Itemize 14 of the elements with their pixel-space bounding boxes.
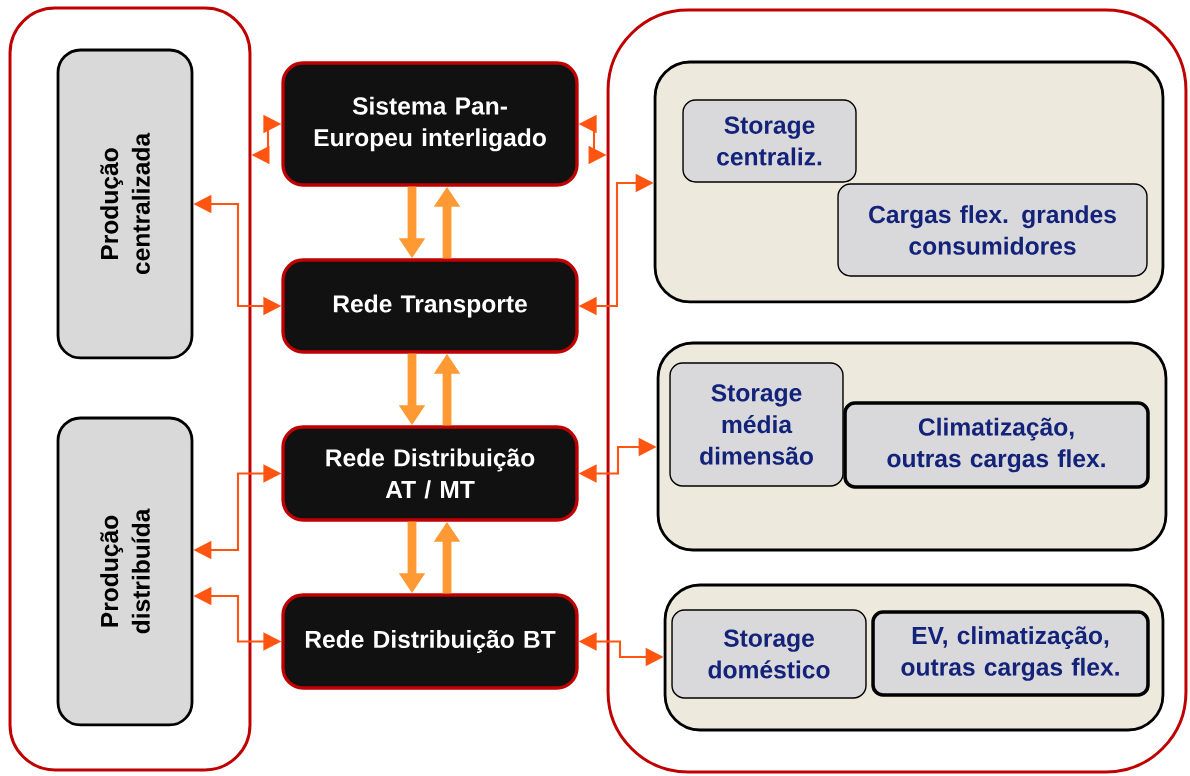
- network-box: Rede Transporte: [281, 258, 579, 354]
- production-box: Produção distribuída: [56, 416, 194, 727]
- storage-box: Storage média dimensão: [669, 362, 844, 487]
- storage-box: Storage centraliz.: [682, 99, 857, 183]
- network-box: Rede Distribuição BT: [281, 593, 579, 690]
- load-box: EV, climatização, outras cargas flex.: [871, 610, 1150, 697]
- group-frame: [8, 6, 252, 772]
- storage-box: Cargas flex. grandes consumidores: [837, 183, 1148, 277]
- storage-box: Storage doméstico: [671, 609, 867, 699]
- network-box: Sistema Pan-Europeu interligado: [281, 61, 579, 187]
- group-frame: [606, 8, 1188, 774]
- network-box: Rede Distribuição AT / MT: [281, 425, 579, 522]
- production-box: Produção centralizada: [56, 48, 194, 360]
- load-box: Climatização, outras cargas flex.: [843, 401, 1150, 489]
